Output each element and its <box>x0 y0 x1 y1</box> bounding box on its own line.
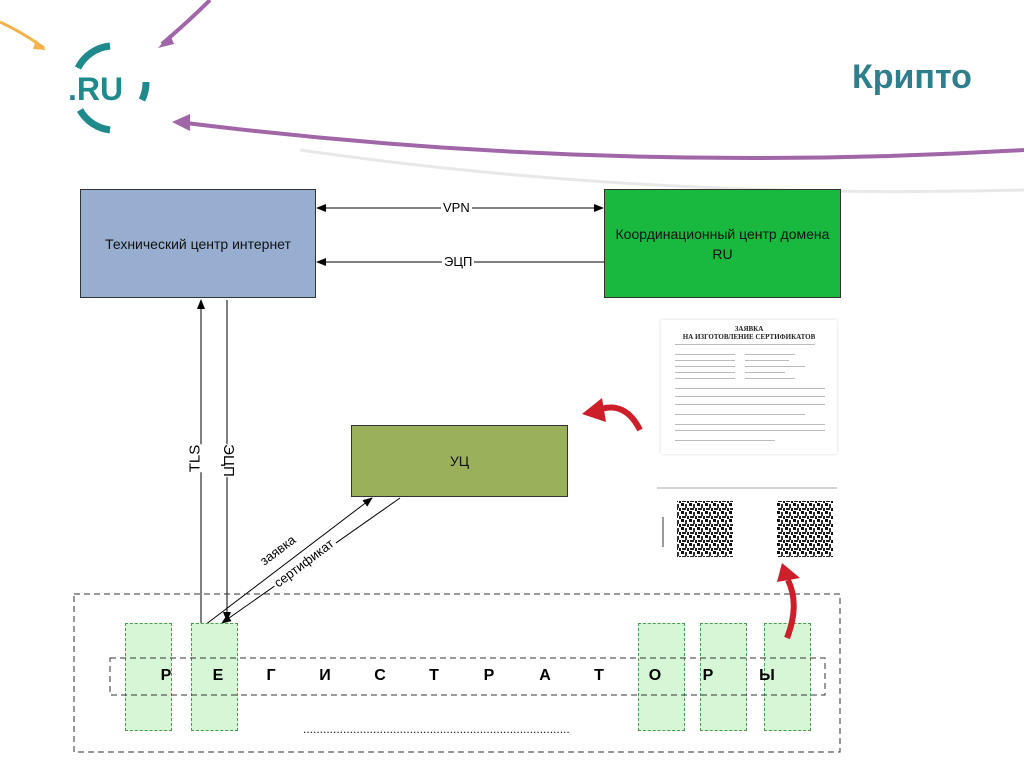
node-coord-center-label: Координационный центр домена RU <box>615 225 830 262</box>
form-title-line2: НА ИЗГОТОВЛЕНИЕ СЕРТИФИКАТОВ <box>682 333 816 341</box>
form-line <box>675 440 775 441</box>
purple-swoosh-long <box>177 120 1024 160</box>
registrar-cell <box>638 623 685 731</box>
ru-logo-icon: .RU <box>68 42 150 134</box>
registrar-cell <box>764 623 811 731</box>
decorative-swooshes <box>0 0 1024 194</box>
node-uc: УЦ <box>351 425 568 497</box>
registrar-letter: Ы <box>759 667 775 684</box>
form-line <box>745 360 789 361</box>
form-line <box>675 372 735 373</box>
ecp-top-label: ЭЦП <box>442 254 475 269</box>
node-coord-center: Координационный центр домена RU <box>604 189 841 298</box>
zayavka-arrow <box>204 497 373 626</box>
registrar-letter: Т <box>594 667 604 684</box>
registrar-cell <box>191 623 238 731</box>
qr-codes-icon <box>657 487 837 557</box>
form-line <box>675 430 825 431</box>
red-arrow-to-qr-head <box>777 563 800 582</box>
form-line <box>675 366 735 367</box>
registrar-letter: Г <box>266 667 276 684</box>
qr-code-left <box>677 501 733 557</box>
node-tech-center-label: Технический центр интернет <box>105 235 291 252</box>
slide-title: Крипто <box>852 58 972 96</box>
form-line <box>675 360 735 361</box>
ru-logo-text: .RU <box>68 71 123 107</box>
registrar-letter: С <box>374 667 386 684</box>
red-arrow-to-uc-head <box>582 398 606 422</box>
form-line <box>675 388 825 389</box>
node-tech-center: Технический центр интернет <box>80 189 316 298</box>
form-line <box>745 366 805 367</box>
qr-code-right <box>777 501 833 557</box>
form-title-line1: ЗАЯВКА <box>734 325 764 333</box>
registrars-dots: ........................................… <box>303 722 570 736</box>
form-line <box>675 404 825 405</box>
red-arrow-to-qr <box>784 578 797 640</box>
vpn-label: VPN <box>441 200 472 215</box>
form-line <box>675 396 825 397</box>
orange-swoosh-arrowhead <box>33 40 46 50</box>
registrar-letter: Р <box>160 667 172 684</box>
registrar-letter: Р <box>702 667 714 684</box>
form-line <box>675 424 825 425</box>
registrar-letter: А <box>539 667 551 684</box>
registrar-letter: О <box>648 667 662 684</box>
purple-swoosh-long-arrowhead <box>172 114 190 131</box>
registrar-letter: И <box>319 667 331 684</box>
form-line <box>745 372 785 373</box>
registrar-cell <box>700 623 747 731</box>
form-line <box>745 378 795 379</box>
purple-swoosh-top-arrowhead <box>158 34 174 48</box>
registrar-cell <box>125 623 172 731</box>
gray-shadow-swoosh <box>299 148 1024 194</box>
registrars-frame <box>73 593 841 753</box>
form-line <box>675 354 735 355</box>
ru-logo: .RU <box>62 40 158 136</box>
form-line <box>675 378 735 379</box>
form-line <box>745 354 795 355</box>
node-uc-label: УЦ <box>449 453 470 469</box>
registrar-letter: Р <box>483 667 495 684</box>
certificate-form-image: ЗАЯВКА НА ИЗГОТОВЛЕНИЕ СЕРТИФИКАТОВ <box>661 320 837 454</box>
form-line <box>675 344 815 345</box>
form-line <box>675 414 805 415</box>
registrar-letter: Е <box>212 667 224 684</box>
qr-codes-image <box>657 487 837 569</box>
registrar-letter: Т <box>429 667 439 684</box>
